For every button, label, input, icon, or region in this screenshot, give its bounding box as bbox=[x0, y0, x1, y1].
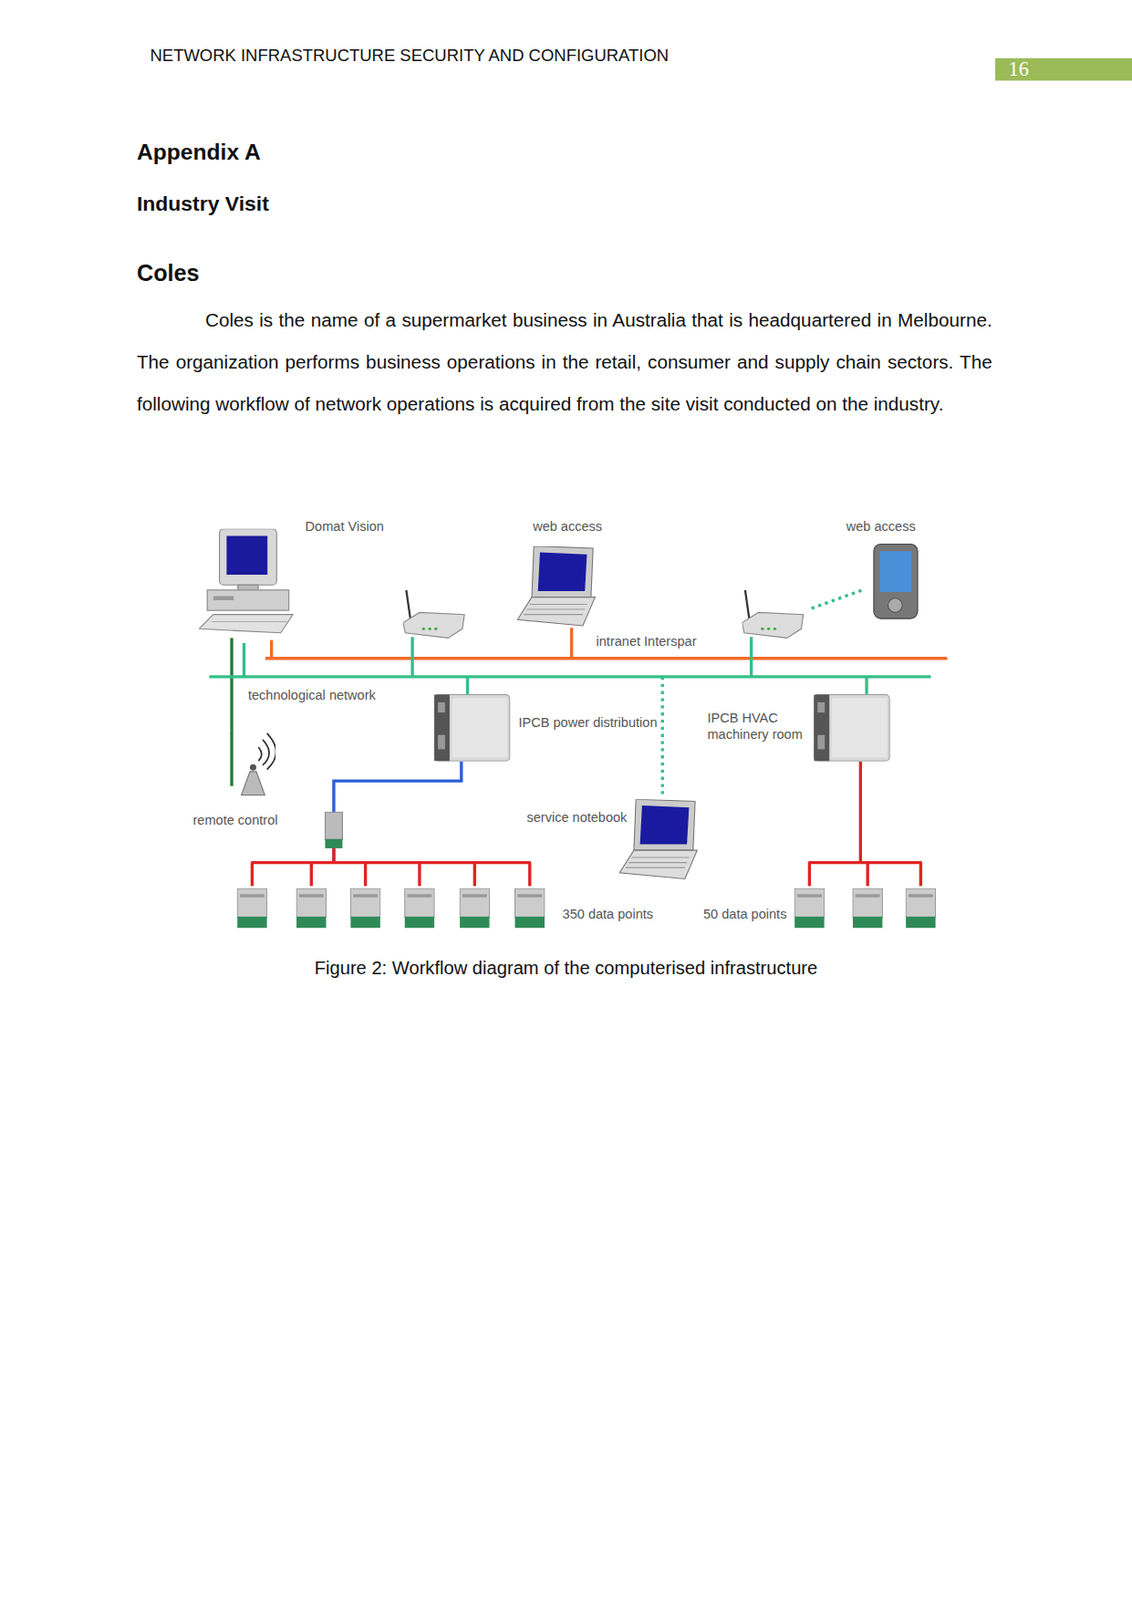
remote-link bbox=[229, 637, 233, 730]
handheld-node: web access bbox=[842, 518, 923, 621]
device-label: remote control bbox=[191, 812, 279, 830]
line-stroke bbox=[811, 590, 863, 609]
line-stroke bbox=[473, 862, 477, 887]
use-stroke bbox=[405, 888, 435, 928]
laptop-node: web access bbox=[515, 518, 613, 629]
line-stroke bbox=[208, 675, 931, 678]
device-label: IPCB power distribution bbox=[517, 714, 658, 731]
use-stroke bbox=[459, 888, 489, 928]
page-number: 16 bbox=[1008, 56, 1029, 82]
use-stroke bbox=[873, 543, 918, 619]
use-stroke bbox=[619, 799, 697, 879]
use-stroke bbox=[852, 888, 883, 928]
use-stroke bbox=[324, 811, 343, 849]
controller-node: IPCB HVAC machinery room bbox=[704, 694, 894, 762]
line-stroke bbox=[749, 636, 753, 677]
data-points-node: 50 data points bbox=[700, 862, 938, 932]
running-header: NETWORK INFRASTRUCTURE SECURITY AND CONF… bbox=[149, 45, 669, 66]
notebook-node: service notebook bbox=[524, 800, 700, 880]
line-stroke bbox=[270, 640, 273, 659]
line-stroke bbox=[410, 636, 414, 677]
line-stroke bbox=[808, 861, 922, 864]
use-stroke bbox=[742, 590, 804, 639]
use-stroke bbox=[350, 888, 380, 928]
device-label: 350 data points bbox=[560, 906, 655, 924]
use-stroke bbox=[517, 546, 595, 626]
line-stroke bbox=[466, 676, 469, 695]
bus-link bbox=[859, 761, 862, 863]
workstation-node: Domat Vision bbox=[198, 518, 388, 638]
data-point-wiring bbox=[250, 848, 922, 886]
device-label: Domat Vision bbox=[303, 518, 385, 535]
use-stroke bbox=[905, 888, 935, 928]
bus-link bbox=[333, 761, 462, 863]
figure-caption: Figure 2: Workflow diagram of the comput… bbox=[0, 957, 1132, 979]
subsection-heading: Coles bbox=[136, 259, 200, 287]
body-paragraph: Coles is the name of a supermarket busin… bbox=[136, 299, 993, 426]
controller-node: IPCB power distribution bbox=[434, 694, 661, 762]
data-points-node: 350 data points bbox=[237, 862, 658, 932]
line-stroke bbox=[363, 862, 367, 887]
line-stroke bbox=[229, 729, 233, 787]
use-stroke bbox=[515, 888, 545, 928]
line-stroke bbox=[250, 861, 531, 864]
remote-control-node: remote control bbox=[189, 729, 284, 831]
bus-label: technological network bbox=[248, 686, 376, 703]
line-stroke bbox=[310, 862, 313, 887]
use-stroke bbox=[237, 888, 267, 928]
line-stroke bbox=[242, 643, 246, 677]
device-label: IPCB HVAC machinery room bbox=[706, 710, 811, 744]
line-stroke bbox=[919, 862, 923, 887]
line-stroke bbox=[528, 862, 531, 887]
line-stroke bbox=[864, 676, 868, 695]
line-stroke bbox=[250, 862, 254, 887]
use-stroke bbox=[403, 590, 465, 639]
bus-label: intranet Interspar bbox=[596, 633, 697, 650]
section-heading: Industry Visit bbox=[136, 190, 270, 217]
use-stroke bbox=[241, 733, 277, 796]
line-stroke bbox=[570, 627, 573, 659]
appendix-heading: Appendix A bbox=[136, 138, 261, 167]
use-stroke bbox=[794, 888, 824, 928]
device-icons bbox=[198, 529, 935, 929]
device-label: web access bbox=[845, 518, 917, 535]
line-stroke bbox=[661, 676, 665, 799]
device-label: web access bbox=[531, 518, 603, 535]
use-stroke bbox=[296, 888, 326, 928]
line-stroke bbox=[417, 862, 421, 887]
line-stroke bbox=[808, 862, 811, 887]
device-label: 50 data points bbox=[702, 906, 789, 924]
line-stroke bbox=[865, 862, 869, 887]
device-label: service notebook bbox=[525, 809, 628, 826]
use-stroke bbox=[198, 529, 293, 634]
line-stroke bbox=[265, 656, 948, 660]
use-stroke bbox=[813, 694, 890, 761]
use-stroke bbox=[434, 694, 510, 761]
